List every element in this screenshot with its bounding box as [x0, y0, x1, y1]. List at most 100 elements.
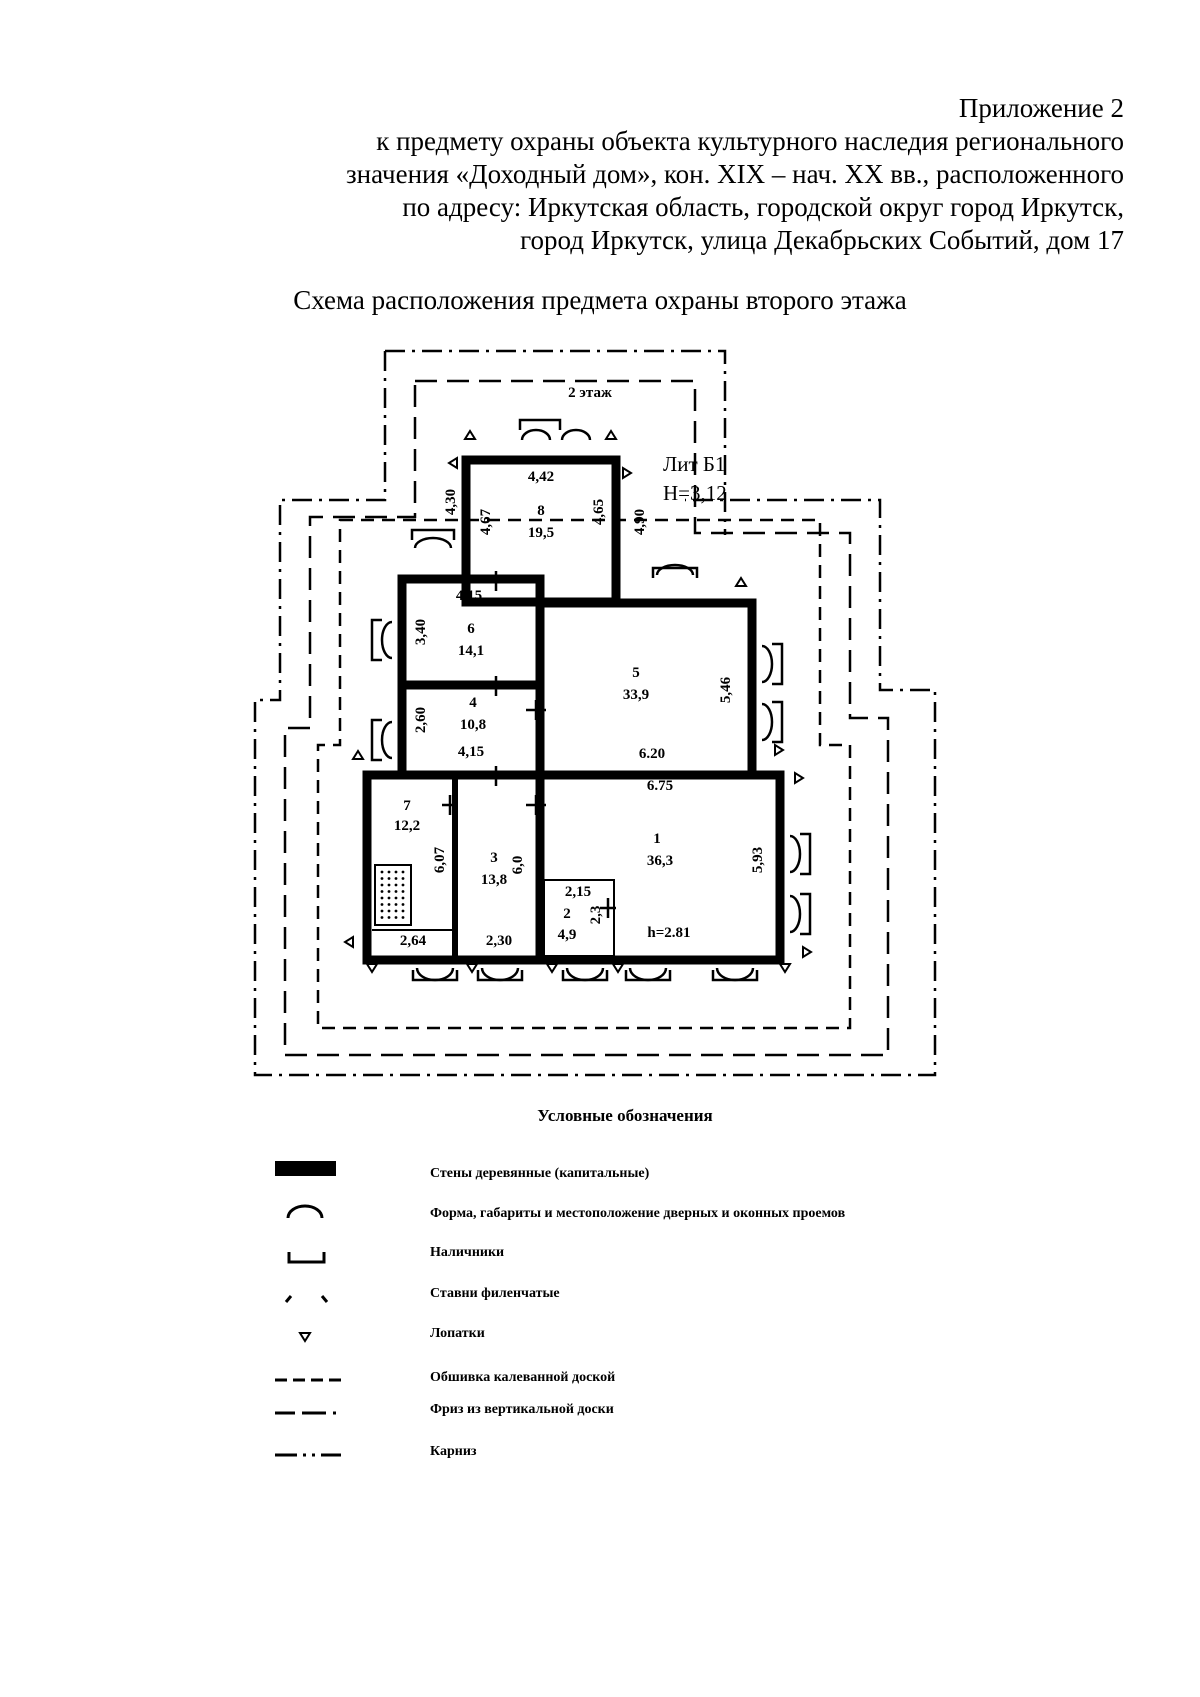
lit-label: Лит Б1: [663, 452, 725, 476]
room-2-width: 2,15: [565, 884, 591, 900]
room-2-number: 2: [563, 906, 571, 922]
stove-dot: [380, 870, 384, 874]
room-1-height: 5,93: [750, 847, 766, 873]
room-8-width: 4,42: [528, 469, 554, 485]
room-5-height: 5,46: [718, 676, 734, 703]
legend-label-openings: Форма, габариты и местоположение дверных…: [430, 1206, 846, 1221]
window-arc: [628, 967, 668, 982]
pilaster-marker: [611, 963, 625, 974]
stove-dot: [380, 883, 384, 887]
window-arc: [761, 702, 774, 742]
pilaster-marker: [463, 429, 477, 440]
legend-label-casings: Наличники: [430, 1245, 505, 1260]
door-marks: [442, 571, 616, 918]
stove-dot: [387, 877, 391, 880]
window-openings: [370, 418, 812, 982]
stove-dot: [387, 896, 391, 900]
floor-label: 2 этаж: [568, 385, 612, 401]
window-casing: [561, 970, 609, 982]
room-5-width: 6.20: [639, 746, 665, 762]
window-arc: [415, 967, 455, 982]
header-line: город Иркутск, улица Декабрьских Событий…: [520, 225, 1124, 255]
room-5-area: 33,9: [623, 687, 649, 703]
room-6-area: 14,1: [458, 643, 484, 659]
legend-label-walls: Стены деревянные (капитальные): [430, 1166, 650, 1181]
stove-dot: [380, 877, 384, 880]
room-4-number: 4: [469, 695, 477, 711]
cornice-outline: [253, 349, 937, 1077]
window-arc: [789, 894, 802, 934]
window-casing: [476, 970, 524, 982]
room-6-height: 3,40: [413, 619, 429, 645]
window-casing: [800, 832, 812, 876]
window-casing: [624, 970, 672, 982]
stove-dot: [394, 916, 398, 919]
capital-walls: [362, 455, 785, 965]
room-3-width: 2,30: [486, 933, 512, 949]
pilaster-marker: [447, 456, 458, 470]
stove-dot: [401, 903, 405, 906]
window-casing: [370, 718, 382, 762]
stove-dot: [380, 903, 384, 906]
legend-label-pilasters: Лопатки: [430, 1326, 485, 1341]
frieze-outline: [283, 379, 890, 1057]
stove-dot: [394, 870, 398, 874]
window-casing: [411, 970, 459, 982]
sheathing-outline: [316, 518, 852, 1030]
floor-plan: 2 этаж 4,42 8 19,5 4,15 6 14,1 5 33,9 6.…: [253, 349, 937, 1077]
bracket-casing-icon: [287, 1252, 326, 1264]
room-1-number: 1: [653, 831, 661, 847]
stove-dot: [380, 896, 384, 900]
room-3-height: 6,0: [510, 856, 526, 875]
pilaster-marker: [734, 576, 748, 587]
outer-dim-left: 4,30: [443, 489, 459, 515]
window-casing: [518, 418, 562, 430]
room-7-height: 6,07: [432, 846, 448, 873]
height-label: Н=3,12: [663, 481, 727, 505]
window-casing: [772, 700, 784, 744]
window-casing: [370, 618, 382, 662]
window-arc: [480, 967, 520, 982]
room-6-number: 6: [467, 621, 475, 637]
document-header: Приложение 2 к предмету охраны объекта к…: [224, 92, 1124, 257]
window-arc: [560, 428, 592, 441]
room-2-height: 2,3: [588, 906, 604, 925]
legend-symbols: [275, 1161, 341, 1457]
pilaster-marker: [802, 945, 813, 959]
stove-pattern: [380, 870, 405, 919]
legend-title: Условные обозначения: [537, 1106, 713, 1125]
header-line: к предмету охраны объекта культурного на…: [376, 126, 1124, 156]
room-7-width: 2,64: [400, 933, 427, 949]
pilaster-marker: [343, 935, 354, 949]
window-arc: [655, 563, 695, 576]
stove: [374, 864, 412, 926]
stove-dot: [387, 870, 391, 874]
door-mark: [526, 795, 546, 815]
room-3-area: 13,8: [481, 872, 507, 888]
stove-dot: [401, 909, 405, 913]
legend-label-shutters: Ставни филенчатые: [430, 1286, 560, 1301]
window-casing: [410, 528, 456, 540]
room-4-height: 2,60: [413, 707, 429, 733]
door-mark: [488, 676, 504, 696]
window-arc: [380, 620, 393, 660]
stove-dot: [394, 890, 398, 893]
stove-dot: [401, 896, 405, 900]
legend-label-frieze: Фриз из вертикальной доски: [430, 1402, 614, 1417]
room-8-area: 19,5: [528, 525, 554, 541]
pilaster-marker: [351, 749, 365, 760]
room-8-height-left: 4,67: [478, 508, 494, 535]
door-mark: [488, 571, 504, 591]
legend-label-sheathing: Обшивка калеванной доской: [430, 1370, 616, 1385]
header-line: значения «Доходный дом», кон. XIX – нач.…: [346, 159, 1124, 189]
door-mark: [526, 700, 546, 720]
room-7-area: 12,2: [394, 818, 420, 834]
door-mark: [442, 795, 458, 815]
stove-dot: [380, 890, 384, 893]
stove-dot: [401, 890, 405, 893]
stove-dot: [394, 883, 398, 887]
stove-dot: [387, 883, 391, 887]
stove-dot: [380, 909, 384, 913]
arc-opening-icon: [286, 1204, 324, 1219]
stove-dot: [401, 870, 405, 874]
